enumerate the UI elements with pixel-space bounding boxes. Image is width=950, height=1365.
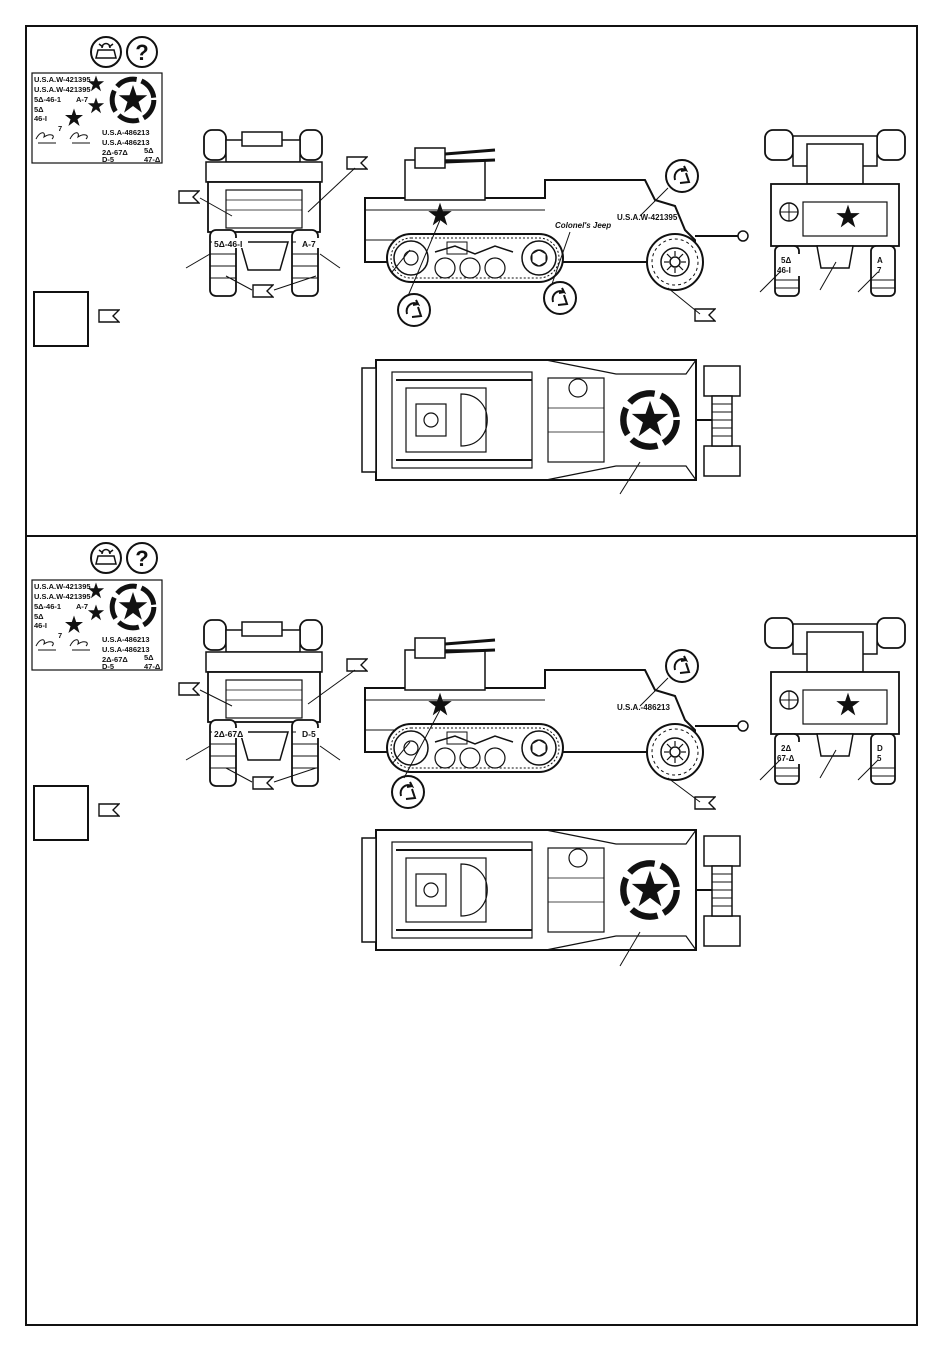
- rotate-icon: [544, 282, 576, 314]
- help-icon: ?: [127, 543, 157, 573]
- rear-marking-right-bottom: 7: [877, 266, 882, 275]
- top-view: [362, 360, 740, 480]
- decal-line: A-7: [76, 602, 88, 611]
- decal-line: 5Δ-46-1: [34, 95, 61, 104]
- decal-line: 5Δ: [144, 653, 154, 662]
- rear-marking-left-bottom: 46-I: [777, 266, 791, 275]
- flag-icon: [179, 683, 199, 695]
- front-marking-right: D-5: [302, 729, 316, 739]
- rotate-icon: [666, 160, 698, 192]
- decal-line: U.S.A.W-421395: [34, 75, 91, 84]
- decal-line: U.S.A-486213: [102, 645, 150, 654]
- decal-line: U.S.A.W-421395: [34, 582, 91, 591]
- svg-text:?: ?: [135, 546, 148, 571]
- decal-line: U.S.A-486213: [102, 128, 150, 137]
- front-view: 5Δ-46-I A-7: [204, 130, 324, 296]
- decal-line: D-5: [102, 155, 114, 164]
- side-hull-number: U.S.A.W-421395: [617, 213, 678, 222]
- flag-icon: [253, 285, 273, 297]
- rear-marking-right-top: A: [877, 256, 883, 265]
- front-wheel: [647, 234, 703, 290]
- rear-marking-left-top: 5Δ: [781, 256, 791, 265]
- track-assembly: [387, 724, 563, 772]
- decal-line: U.S.A.W-421395: [34, 592, 91, 601]
- flag-icon: [695, 309, 715, 321]
- decal-water-icon: [91, 37, 121, 67]
- decal-line: 7: [58, 124, 62, 133]
- decal-water-icon: [91, 543, 121, 573]
- flag-icon: [347, 659, 367, 671]
- decal-line: 46-I: [34, 621, 47, 630]
- front-view: 2Δ-67Δ D-5: [204, 620, 324, 786]
- rear-marking-left-top: 2Δ: [781, 744, 791, 753]
- top-view: [362, 830, 740, 950]
- decal-line: 5Δ-46-1: [34, 602, 61, 611]
- panel-scheme-b: ? U.S.A.W-421395 U.S.A.W-421395 5Δ-46-1 …: [32, 543, 905, 966]
- rear-marking-right-bottom: 5: [877, 754, 882, 763]
- decal-line: U.S.A.W-421395: [34, 85, 91, 94]
- rear-marking-right-top: D: [877, 744, 883, 753]
- decal-line: 5Δ: [34, 612, 44, 621]
- front-marking-left: 5Δ-46-I: [214, 239, 242, 249]
- front-marking-right: A-7: [302, 239, 316, 249]
- decal-line: U.S.A-486213: [102, 138, 150, 147]
- decal-line: A-7: [76, 95, 88, 104]
- decal-line: 5Δ: [34, 105, 44, 114]
- track-assembly: [387, 234, 563, 282]
- decal-line: 46-I: [34, 114, 47, 123]
- flag-icon: [253, 777, 273, 789]
- decal-sheet: U.S.A.W-421395 U.S.A.W-421395 5Δ-46-1 A-…: [32, 73, 162, 164]
- panel-scheme-a: ? U.S.A.W-421395 U.S.A.W-421395 5Δ-46-1 …: [32, 37, 905, 494]
- flag-icon: [99, 310, 119, 322]
- front-marking-left: 2Δ-67Δ: [214, 729, 243, 739]
- decal-line: D-5: [102, 662, 114, 671]
- rear-marking-left-bottom: 67-Δ: [777, 754, 795, 763]
- rear-view: 2Δ 67-Δ D 5: [765, 618, 905, 784]
- side-hull-number: U.S.A.-486213: [617, 703, 670, 712]
- decal-line: 5Δ: [144, 146, 154, 155]
- svg-text:?: ?: [135, 40, 148, 65]
- rotate-icon: [398, 294, 430, 326]
- rotate-icon: [666, 650, 698, 682]
- rear-view: 5Δ 46-I A 7: [765, 130, 905, 296]
- front-wheel: [647, 724, 703, 780]
- color-swatch-box: [34, 292, 88, 346]
- decal-line: 7: [58, 631, 62, 640]
- help-icon: ?: [127, 37, 157, 67]
- rotate-icon: [392, 776, 424, 808]
- side-nose-art: Colonel's Jeep: [555, 221, 611, 230]
- decal-line: 47-Δ: [144, 155, 161, 164]
- flag-icon: [179, 191, 199, 203]
- flag-icon: [347, 157, 367, 169]
- color-swatch-box: [34, 786, 88, 840]
- decal-line: U.S.A-486213: [102, 635, 150, 644]
- decal-sheet: U.S.A.W-421395 U.S.A.W-421395 5Δ-46-1 A-…: [32, 580, 162, 671]
- flag-icon: [99, 804, 119, 816]
- flag-icon: [695, 797, 715, 809]
- decal-line: 47-Δ: [144, 662, 161, 671]
